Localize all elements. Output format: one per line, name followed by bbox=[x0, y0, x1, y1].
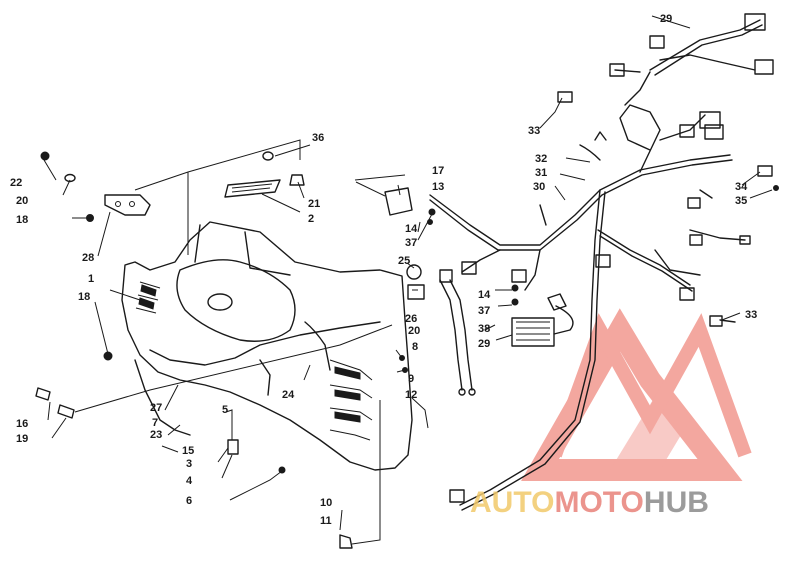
part-label: 13 bbox=[432, 181, 444, 193]
part-label: 33 bbox=[528, 125, 540, 137]
part-label: 35 bbox=[735, 195, 747, 207]
part-label: 17 bbox=[432, 165, 444, 177]
part-label: 12 bbox=[405, 389, 417, 401]
part-label: 9 bbox=[408, 373, 414, 385]
part-label: 5 bbox=[222, 404, 228, 416]
part-label: 24 bbox=[282, 389, 295, 401]
watermark-auto: AUTO bbox=[470, 486, 554, 519]
part-label: 6 bbox=[186, 495, 192, 507]
part-label: 15 bbox=[182, 445, 194, 457]
part-label: 18 bbox=[78, 291, 90, 303]
part-label: 21 bbox=[308, 198, 320, 210]
part-label: 29 bbox=[478, 338, 490, 350]
part-label: 28 bbox=[82, 252, 94, 264]
part-label: 29 bbox=[660, 13, 672, 25]
part-label: 30 bbox=[533, 181, 545, 193]
part-label: 19 bbox=[16, 433, 28, 445]
voltage-regulator bbox=[511, 293, 574, 347]
part-label: 23 bbox=[150, 429, 162, 441]
part-label: 11 bbox=[320, 515, 332, 527]
part-label: 32 bbox=[535, 153, 547, 165]
trim-panel bbox=[224, 179, 281, 198]
part-label: 34 bbox=[735, 181, 748, 193]
part-label: 20 bbox=[408, 325, 420, 337]
part-label: 4 bbox=[186, 475, 193, 487]
part-label: 8 bbox=[412, 341, 418, 353]
mounting-bracket bbox=[104, 194, 151, 216]
part-label: 36 bbox=[312, 132, 324, 144]
harness-connectors bbox=[227, 13, 774, 503]
part-label: 3 bbox=[186, 458, 192, 470]
part-label: 37 bbox=[478, 305, 490, 317]
part-label: 7 bbox=[152, 417, 158, 429]
watermark-text: AUTOMOTOHUB bbox=[470, 486, 709, 519]
watermark-logo bbox=[521, 308, 752, 481]
part-label: 16 bbox=[16, 418, 28, 430]
svg-text:AUTOMOTOHUB: AUTOMOTOHUB bbox=[470, 486, 709, 519]
part-label: 2 bbox=[308, 213, 314, 225]
part-label: 14 bbox=[405, 223, 418, 235]
part-label: 22 bbox=[10, 177, 22, 189]
part-label: 18 bbox=[16, 214, 28, 226]
part-label: 31 bbox=[535, 167, 547, 179]
wiring-harness bbox=[429, 19, 763, 511]
leader-lines bbox=[43, 15, 773, 545]
part-label: 10 bbox=[320, 497, 332, 509]
part-number-labels: 29 33 32 31 30 34 35 36 17 13 21 2 22 20… bbox=[10, 13, 757, 527]
part-label: 38 bbox=[478, 323, 490, 335]
part-label: 27 bbox=[150, 402, 162, 414]
part-label: 1 bbox=[88, 273, 94, 285]
part-label: 37 bbox=[405, 237, 417, 249]
part-label: 33 bbox=[745, 309, 757, 321]
switch-assembly bbox=[355, 181, 413, 216]
part-label: 26 bbox=[405, 313, 417, 325]
part-label: 14 bbox=[478, 289, 491, 301]
part-label: 20 bbox=[16, 195, 28, 207]
part-label: 25 bbox=[398, 255, 410, 267]
watermark-hub: HUB bbox=[644, 486, 709, 519]
console-body bbox=[121, 221, 413, 471]
watermark-moto: MOTO bbox=[554, 486, 643, 519]
